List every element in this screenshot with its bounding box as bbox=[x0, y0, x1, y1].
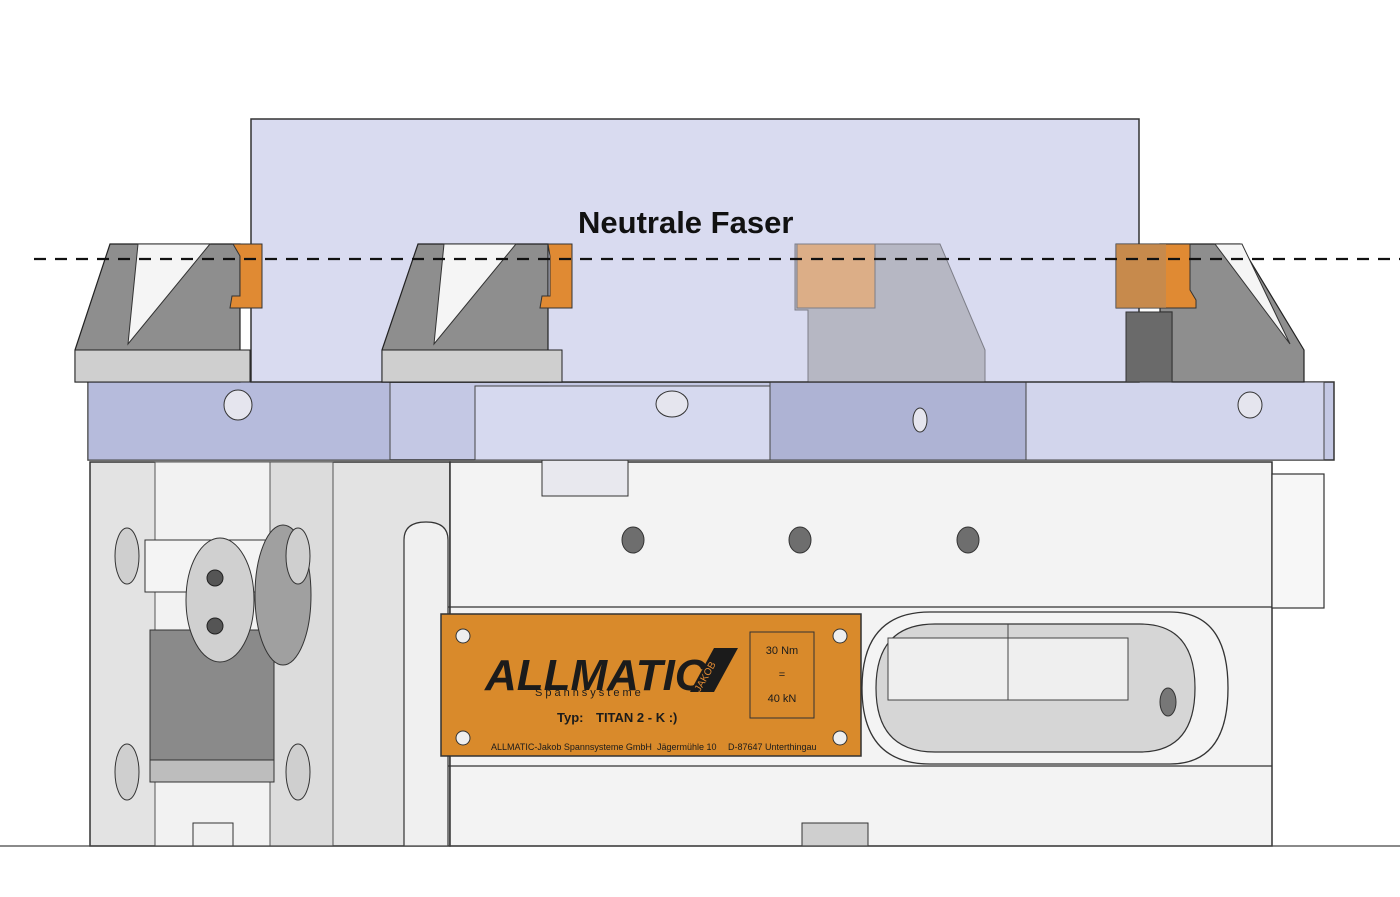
spindle-mechanism bbox=[114, 524, 312, 801]
jaw-left-2 bbox=[381, 243, 573, 383]
nameplate-force: 40 kN bbox=[768, 693, 797, 705]
neutral-axis-label: Neutrale Faser bbox=[578, 205, 793, 240]
body-window bbox=[861, 611, 1229, 765]
nameplate-brand: ALLMATIC bbox=[484, 651, 708, 700]
nameplate-subbrand: Spannsysteme bbox=[535, 687, 644, 699]
nameplate-torque: 30 Nm bbox=[766, 645, 798, 657]
nameplate-type-label: Typ: bbox=[557, 710, 583, 725]
nameplate-street: Jägermühle 10 bbox=[657, 742, 717, 752]
jaw-right-1 bbox=[794, 243, 986, 383]
nameplate-city: D-87647 Unterthingau bbox=[728, 742, 817, 752]
nameplate-equals: = bbox=[779, 669, 785, 681]
nameplate-company: ALLMATIC-Jakob Spannsysteme GmbH bbox=[491, 742, 652, 752]
jaw-left-1 bbox=[74, 243, 263, 383]
base-plate bbox=[87, 371, 1335, 461]
jaw-right-2 bbox=[1115, 243, 1305, 383]
nameplate: ALLMATIC Spannsysteme JAKOB 30 Nm = 40 k… bbox=[440, 613, 862, 757]
nameplate-type-value: TITAN 2 - K :) bbox=[596, 710, 677, 725]
